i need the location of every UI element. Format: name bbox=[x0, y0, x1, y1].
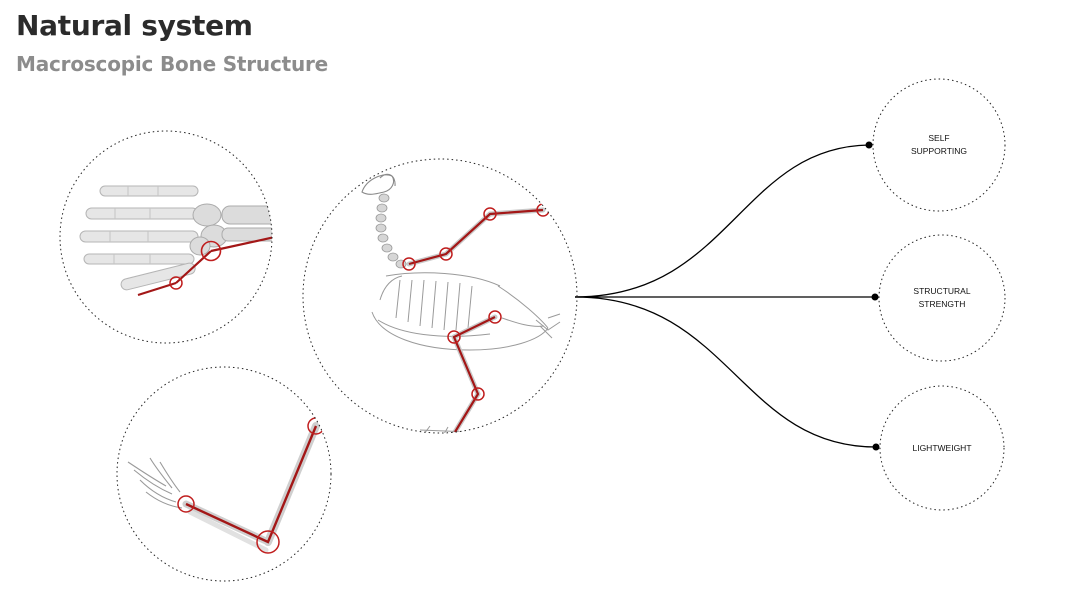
property-label-line: SELF bbox=[928, 133, 949, 143]
bird-skeleton-icon bbox=[302, 158, 578, 434]
connector-dot-self-supporting bbox=[865, 141, 873, 149]
property-label-line: SUPPORTING bbox=[911, 146, 967, 156]
connector-dot-structural-strength bbox=[871, 293, 879, 301]
hand-bones-icon bbox=[59, 130, 273, 344]
property-node-lightweight: LIGHTWEIGHT bbox=[879, 385, 1005, 511]
property-label-line: LIGHTWEIGHT bbox=[912, 443, 971, 453]
connector-self-supporting bbox=[574, 144, 870, 298]
connectors bbox=[574, 144, 877, 448]
property-label-line: STRUCTURAL bbox=[913, 286, 970, 296]
page-title: Natural system bbox=[16, 9, 253, 42]
property-node-self-supporting: SELF SUPPORTING bbox=[872, 78, 1006, 212]
page-subtitle: Macroscopic Bone Structure bbox=[16, 52, 329, 76]
connector-dot-lightweight bbox=[872, 443, 880, 451]
connector-lightweight bbox=[574, 296, 877, 448]
property-label-line: STRENGTH bbox=[919, 299, 966, 309]
arm-bones-icon bbox=[116, 366, 332, 582]
property-node-structural-strength: STRUCTURAL STRENGTH bbox=[878, 234, 1006, 362]
